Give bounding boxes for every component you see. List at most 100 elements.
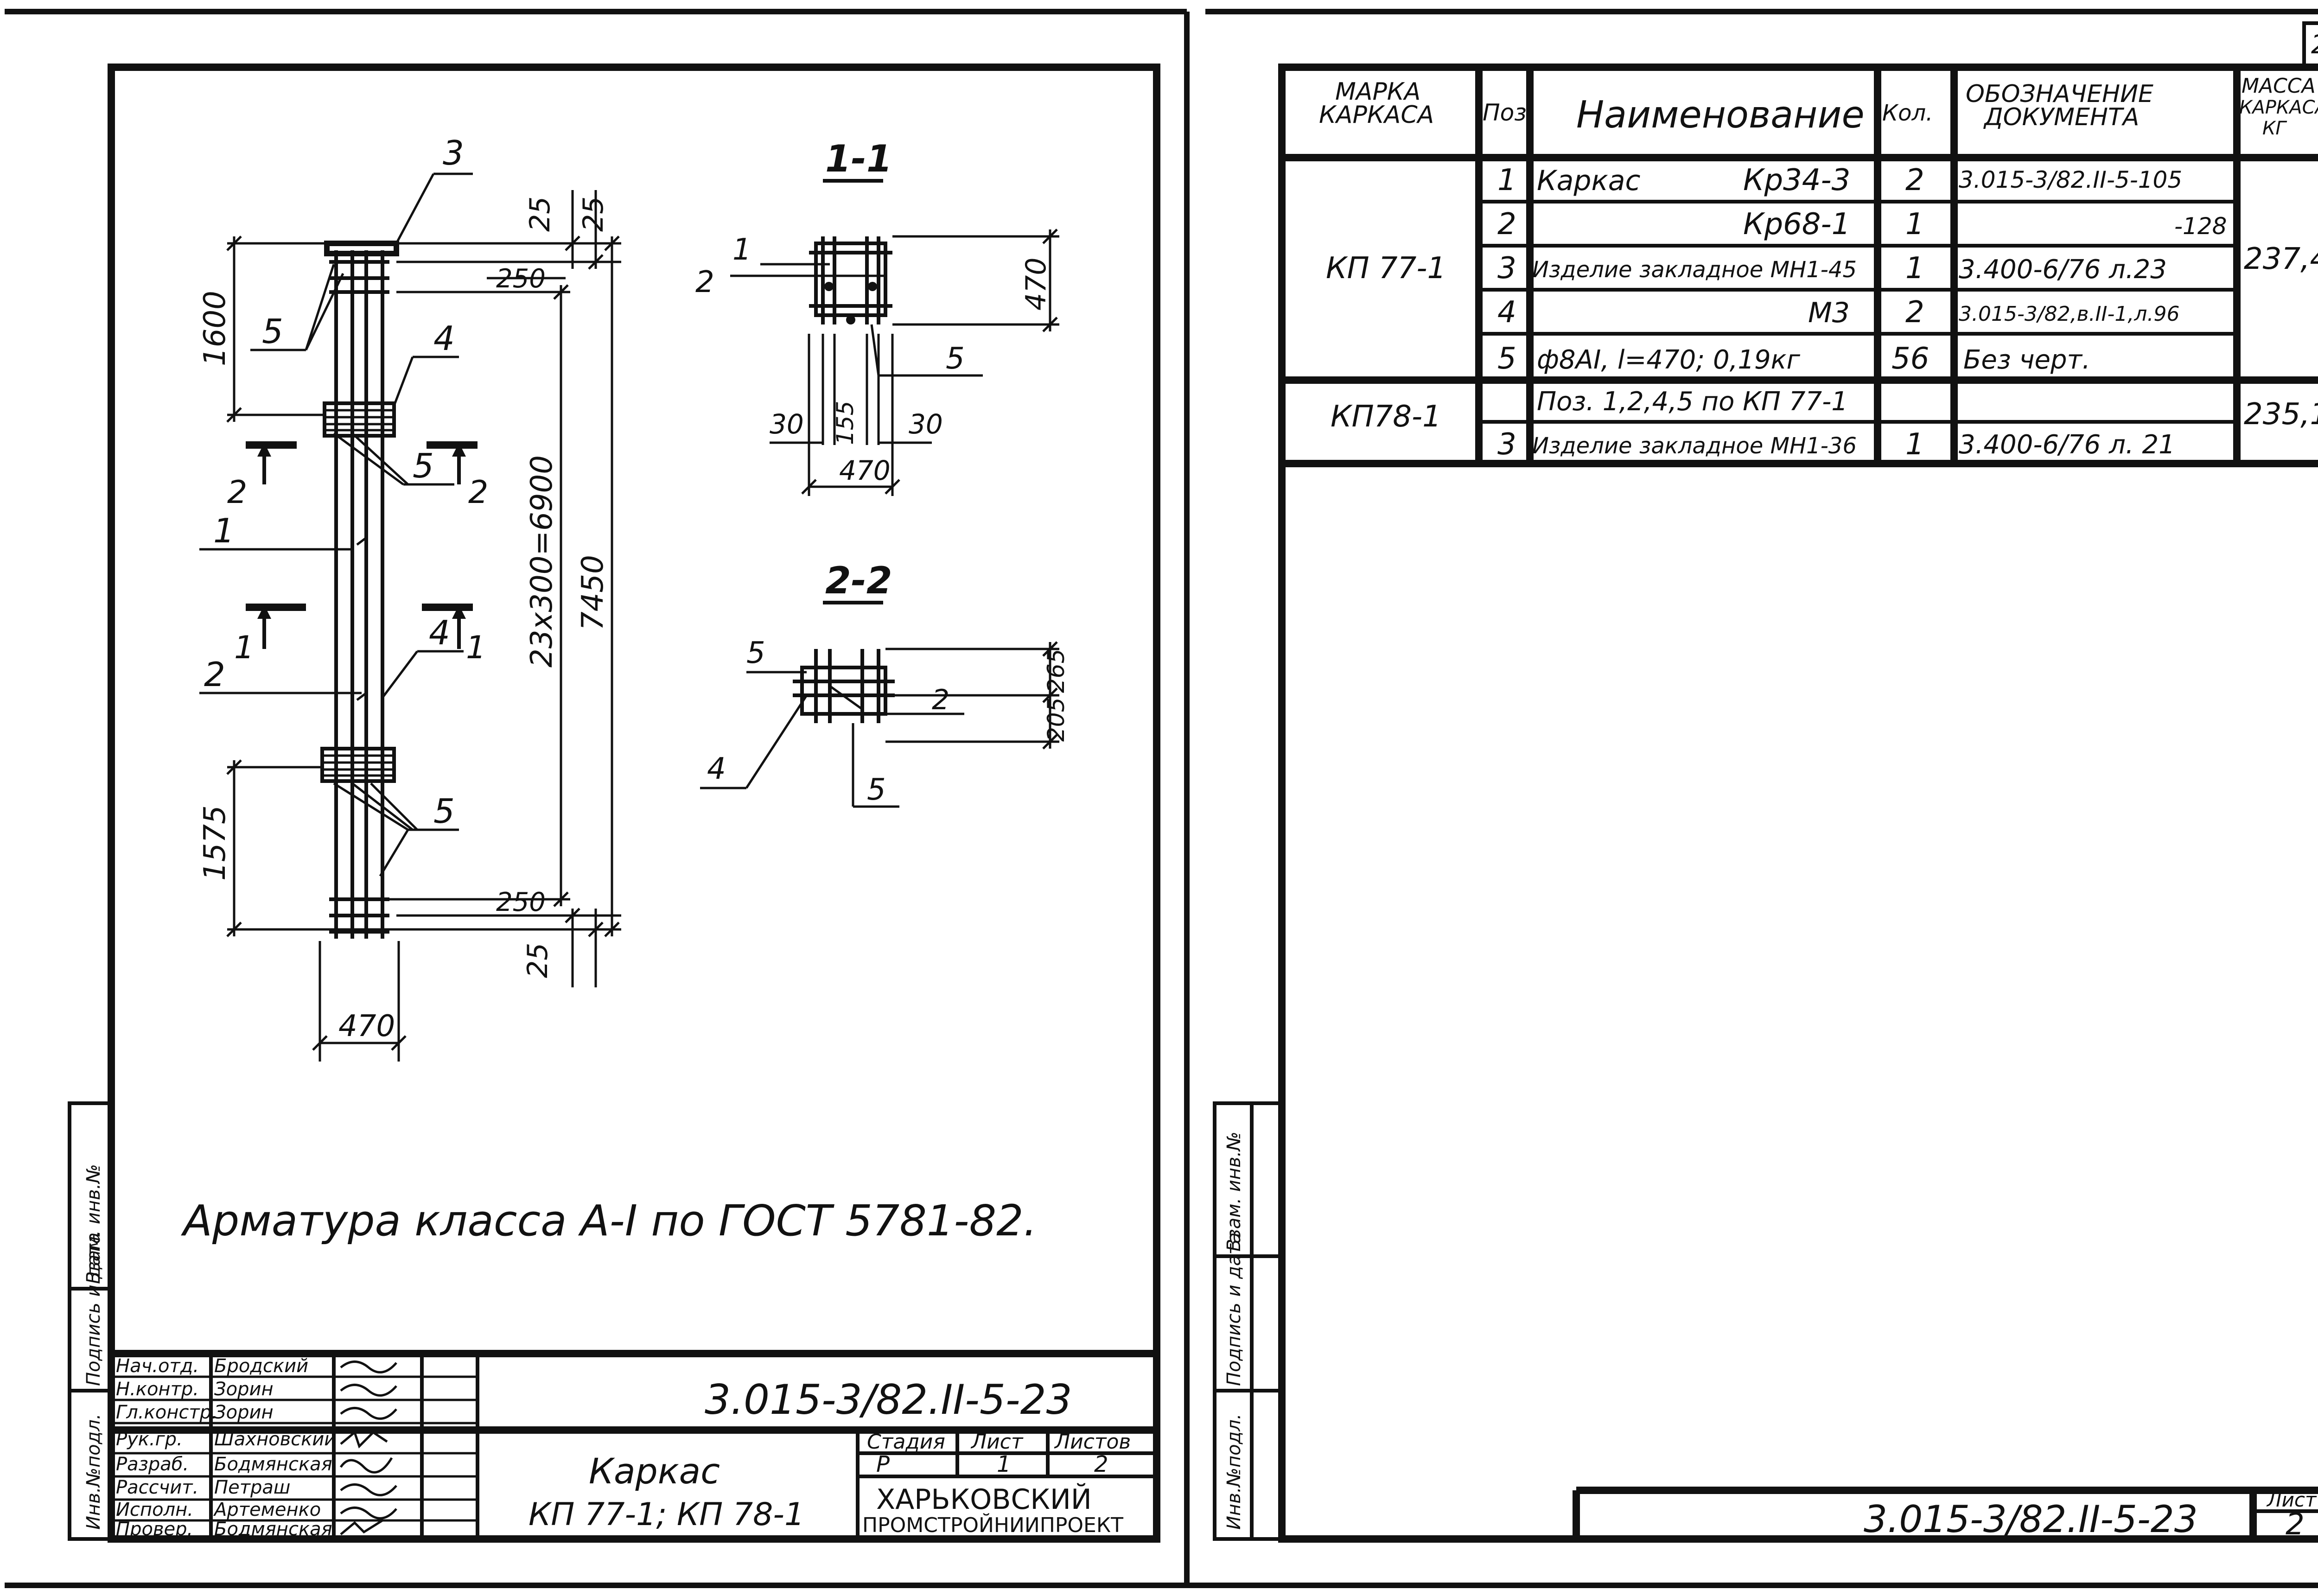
group-mark-1: КП 77-1 <box>1326 251 1446 286</box>
hdr-mass-c: КГ <box>2262 118 2287 139</box>
sheet-value: 1 <box>997 1451 1011 1477</box>
row4-name-b: М3 <box>1808 297 1850 329</box>
signer-roles: Нач.отд. Н.контр. Гл.констр. Рук.гр. Раз… <box>116 1355 217 1540</box>
sec22-dim-205: 205 <box>1043 698 1070 742</box>
dim-25-top-b: 25 <box>577 197 610 232</box>
sec22-callout-5-bot: 5 <box>867 773 886 807</box>
right-sheet-label: Лист <box>2266 1488 2317 1511</box>
column-leaders <box>199 172 473 877</box>
right-side-stamp: Инв.№подл. Подпись и дата Взам. инв.№ <box>1213 1101 1284 1541</box>
callout-4-top: 4 <box>433 319 455 358</box>
table-row: 2 Кр68-1 1 -128 <box>1497 207 2227 242</box>
dim-250-bot: 250 <box>496 887 546 917</box>
signer-name-1: Бродский <box>214 1355 308 1377</box>
sec11-dim-30-left: 30 <box>770 408 804 440</box>
dim-25-top: 25 <box>524 197 556 232</box>
right-stamp-inv: Инв.№подл. <box>1223 1413 1245 1530</box>
signer-names: Бродский Зорин Зорин Шахновский Бодмянск… <box>213 1355 336 1540</box>
stage-label: Стадия <box>867 1430 945 1454</box>
signer-role-1: Нач.отд. <box>116 1355 199 1377</box>
sheet-number: 28 <box>2311 30 2318 60</box>
sec11-callout-5: 5 <box>946 342 965 376</box>
signer-name-3: Зорин <box>214 1402 274 1423</box>
row4-qty: 2 <box>1905 295 1924 330</box>
signer-name-7: Артеменко <box>213 1499 321 1520</box>
sheets-label: Листов <box>1054 1430 1131 1454</box>
section-2-2-title: 2-2 <box>825 559 892 602</box>
signer-role-7: Исполн. <box>116 1499 193 1520</box>
section-mark-2-right: 2 <box>468 474 488 511</box>
callout-2: 2 <box>204 655 225 694</box>
mesh-lower <box>320 747 396 783</box>
dim-23x300: 23x300=6900 <box>525 455 559 668</box>
spec-table-header: МАРКА КАРКАСА Поз. Наименование Кол. ОБО… <box>1319 74 2318 139</box>
row3-doc: 3.400-6/76 л.23 <box>1959 254 2167 285</box>
hdr-mass-b: КАРКАСА <box>2239 97 2318 118</box>
org-name-1: ХАРЬКОВСКИЙ <box>876 1482 1092 1516</box>
hdr-mass-a: МАССА <box>2242 74 2316 98</box>
row7-name-a: Изделие закладное МН1-36 <box>1532 433 1857 459</box>
sec22-callout-5-top: 5 <box>746 636 765 670</box>
signer-role-4: Рук.гр. <box>116 1429 183 1450</box>
sheets-value: 2 <box>1094 1451 1108 1477</box>
reinforcement-note: Арматура класса А-I по ГОСТ 5781-82. <box>181 1196 1037 1246</box>
right-stamp-repl: Взам. инв.№ <box>1223 1132 1245 1252</box>
sheet-label: Лист <box>970 1430 1024 1454</box>
row1-qty: 2 <box>1905 163 1924 197</box>
dim-250-top: 250 <box>496 264 546 294</box>
signer-name-8: Бодмянская <box>214 1519 332 1540</box>
signatures <box>339 1361 397 1535</box>
section-1-1: 1-1 470 30 30 155 470 <box>695 137 1059 496</box>
signer-name-4: Шахновский <box>214 1429 336 1450</box>
sec11-dim-30-right: 30 <box>909 408 943 440</box>
callout-5-mid: 5 <box>413 446 434 485</box>
signer-role-8: Провер. <box>116 1519 193 1540</box>
hdr-qty: Кол. <box>1882 100 1933 126</box>
callout-1: 1 <box>213 511 235 550</box>
sec11-callout-2: 2 <box>695 265 714 299</box>
signer-role-2: Н.контр. <box>116 1379 199 1400</box>
dim-1575: 1575 <box>198 805 232 881</box>
row7-pos: 3 <box>1497 427 1516 462</box>
spec-table-grid <box>1282 64 2318 467</box>
row1-name-a: Каркас <box>1537 165 1640 197</box>
sheet-number-box <box>2302 21 2318 69</box>
section-mark-2-left: 2 <box>227 474 247 511</box>
row2-doc: -128 <box>2174 213 2227 240</box>
section-2-2: 2-2 265 205 2 5 4 5 <box>700 559 1070 808</box>
hdr-mark-b: КАРКАСА <box>1319 101 1434 129</box>
signer-name-6: Петраш <box>214 1477 291 1498</box>
signer-name-5: Бодмянская <box>214 1454 332 1475</box>
hdr-doc-b: ДОКУМЕНТА <box>1983 103 2139 131</box>
row4-pos: 4 <box>1497 295 1516 330</box>
sec22-callout-4: 4 <box>707 752 726 786</box>
left-stamp-inv: Инв.№подл. <box>83 1413 104 1530</box>
row2-pos: 2 <box>1497 207 1516 242</box>
row4-doc: 3.015-3/82,в.II-1,л.96 <box>1959 302 2179 326</box>
group-mark-2: КП78-1 <box>1331 400 1441 434</box>
org-name-2: ПРОМСТРОЙНИИПРОЕКТ <box>862 1513 1123 1537</box>
callout-5-bot: 5 <box>433 792 455 831</box>
hdr-name: Наименование <box>1576 93 1865 136</box>
row7-doc: 3.400-6/76 л. 21 <box>1959 430 2175 460</box>
right-doc-code: 3.015-3/82.II-5-23 <box>1864 1498 2198 1541</box>
right-title-block <box>1573 1487 2318 1539</box>
sec22-callout-2: 2 <box>932 684 949 716</box>
sec11-callout-1: 1 <box>732 233 751 267</box>
hdr-pos: Поз. <box>1483 99 1534 126</box>
column-cage-elevation <box>320 241 399 939</box>
right-sheet-value: 2 <box>2286 1507 2305 1542</box>
row1-name-b: Кр34-3 <box>1743 163 1850 197</box>
sec11-dim-470-v: 470 <box>1020 257 1052 311</box>
right-stamp-sign: Подпись и дата <box>1223 1233 1245 1386</box>
mesh-upper <box>323 401 396 438</box>
row5-pos: 5 <box>1497 342 1516 376</box>
table-row: 3 Изделие закладное МН1-45 1 3.400-6/76 … <box>1497 251 2167 286</box>
section-mark-1-left: 1 <box>234 629 254 666</box>
group-mass-1: 237,4 <box>2244 242 2318 276</box>
stage-value: Р <box>876 1451 890 1477</box>
callout-4-bot: 4 <box>429 613 450 652</box>
group-mass-2: 235,1 <box>2244 397 2318 432</box>
spec-table-body: КП 77-1 237,4 1 Каркас Кр34-3 2 3.015-3/… <box>1326 163 2318 462</box>
